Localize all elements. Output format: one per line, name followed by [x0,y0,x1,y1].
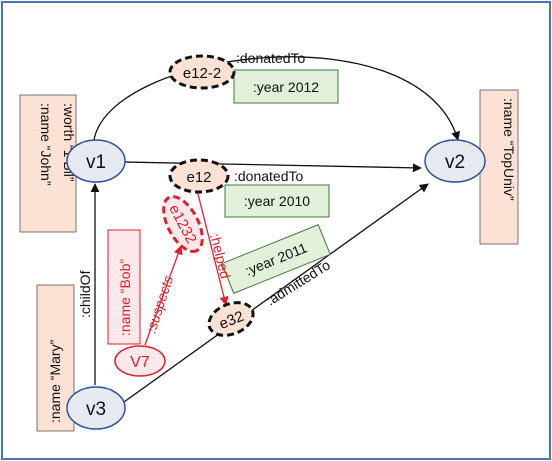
john-name-text: :name “John” [38,103,54,186]
e12-label: e12 [186,169,211,186]
edge-donated-top-arc [93,56,461,141]
v2-label: v2 [445,152,465,173]
edge-admitted-line [123,183,429,403]
v3-label: v3 [86,399,106,420]
edge-node-e12[interactable]: e12 [168,158,230,194]
donated-top-label: :donatedTo [236,50,305,66]
bob-name-text: :name “Bob” [117,259,133,336]
e12-2-label: e12-2 [183,65,221,82]
year-2010-text: :year 2010 [244,193,310,209]
year-2012-box: :year 2012 [233,69,339,104]
edge-node-e1232[interactable]: e1232 [156,190,211,257]
childof-label: :childOf [77,270,93,318]
edge-helped-line [196,189,229,306]
vertex-v2[interactable]: v2 [424,139,486,183]
edge-suspects-line [144,245,183,346]
year-2010-box: :year 2010 [224,184,330,218]
vertex-v1[interactable]: v1 [66,139,126,183]
donated-mid-label: :donatedTo [234,168,303,184]
v7-label: V7 [130,354,150,371]
mary-name-text: :name “Mary” [47,339,63,423]
edge-node-e12-2[interactable]: e12-2 [168,54,236,90]
edge-node-e32[interactable]: e32 [204,296,258,341]
bob-properties-box: :name “Bob” [107,229,141,345]
vertex-v7[interactable]: V7 [114,345,166,377]
vertex-v3[interactable]: v3 [66,386,126,430]
topuniv-properties-box: :name “TopUniv” [479,89,519,245]
topuniv-name-text: :name “TopUniv” [501,98,517,201]
year-2012-text: :year 2012 [253,79,319,95]
v1-label: v1 [86,152,106,173]
edge-donated-mid-line [124,161,422,173]
